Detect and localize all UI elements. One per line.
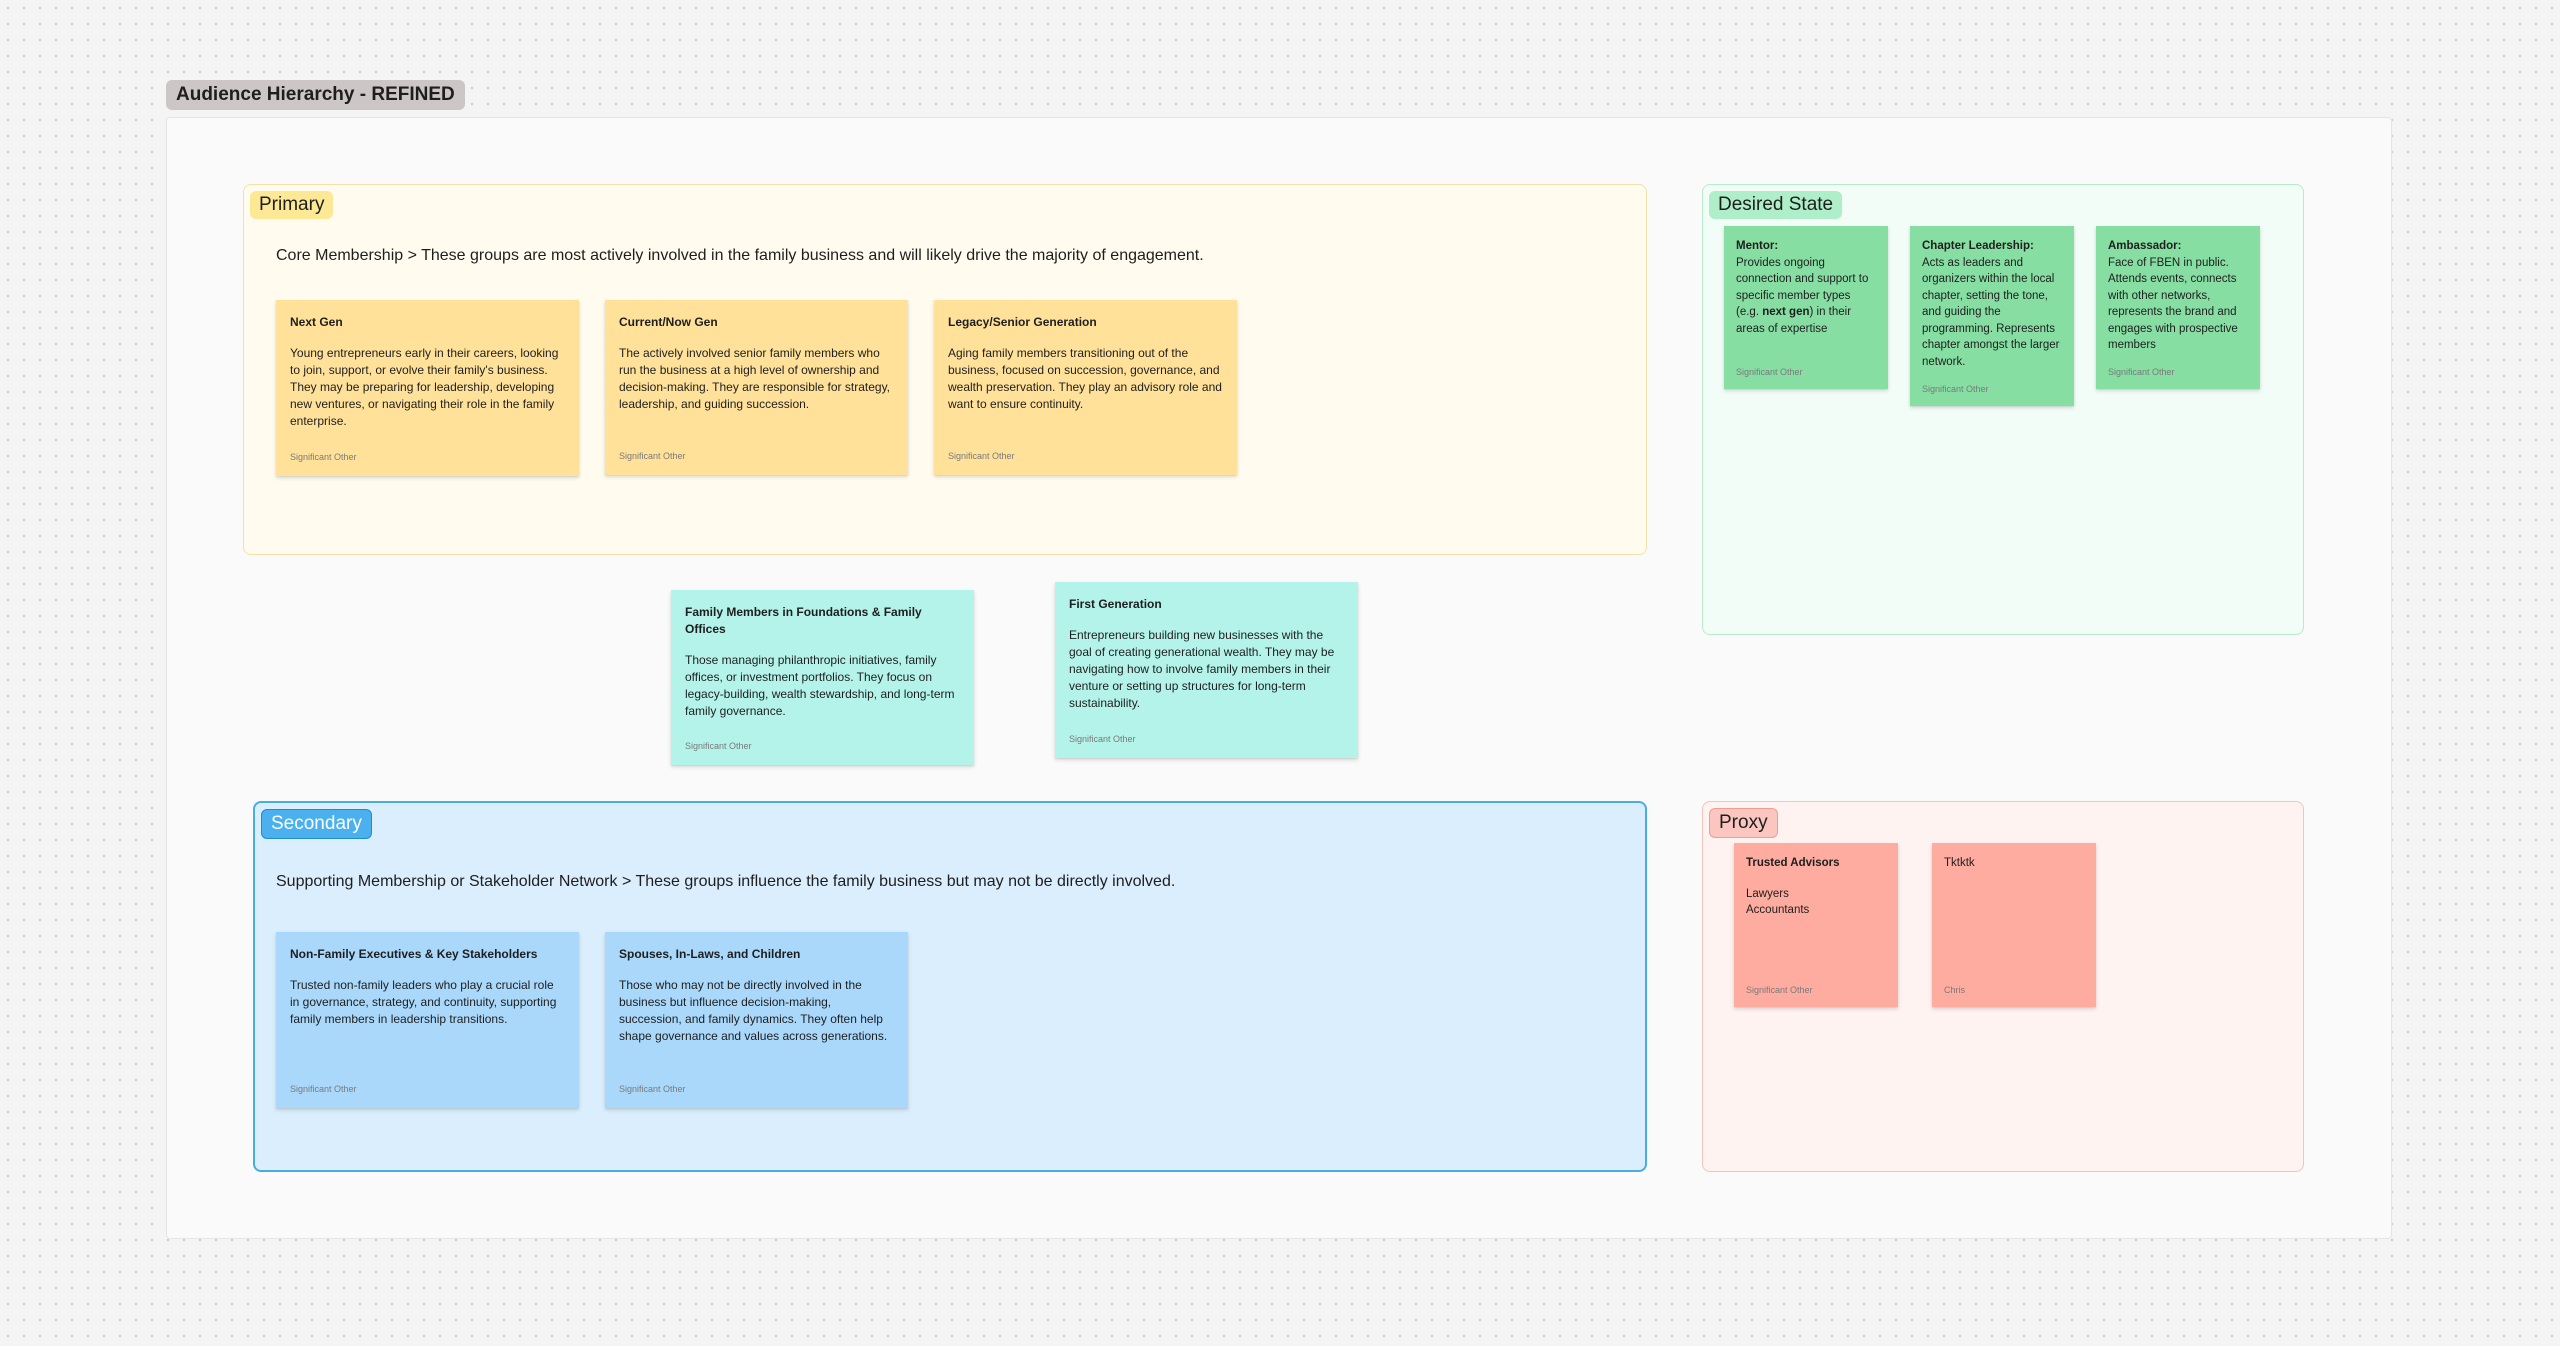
sticky-tktktk[interactable]: Tktktk Chris xyxy=(1932,843,2096,1007)
sticky-first-generation[interactable]: First Generation Entrepreneurs building … xyxy=(1055,582,1358,758)
sticky-title: Chapter Leadership: xyxy=(1922,240,2034,252)
sticky-title: Mentor: xyxy=(1736,240,1779,252)
sticky-current-now-gen[interactable]: Current/Now Gen The actively involved se… xyxy=(605,300,908,475)
advisor-line: Accountants xyxy=(1746,904,1810,916)
sticky-chapter-leadership[interactable]: Chapter Leadership: Acts as leaders and … xyxy=(1910,226,2074,406)
sticky-foundations-family-offices[interactable]: Family Members in Foundations & Family O… xyxy=(671,590,974,765)
sticky-body: Acts as leaders and organizers within th… xyxy=(1922,256,2060,368)
sticky-author: Significant Other xyxy=(1922,384,1989,394)
sticky-author: Significant Other xyxy=(1746,985,1813,995)
sticky-author: Significant Other xyxy=(2108,367,2175,377)
sticky-title: Ambassador: xyxy=(2108,240,2182,252)
sticky-title: First Generation xyxy=(1069,597,1162,611)
sticky-author: Significant Other xyxy=(1069,734,1136,744)
sticky-body: Young entrepreneurs early in their caree… xyxy=(290,346,559,428)
sticky-title: Next Gen xyxy=(290,315,343,329)
sticky-title: Current/Now Gen xyxy=(619,315,718,329)
sticky-author: Significant Other xyxy=(948,451,1015,461)
section-label-proxy[interactable]: Proxy xyxy=(1709,808,1778,838)
sticky-author: Significant Other xyxy=(290,452,357,462)
sticky-title: Spouses, In-Laws, and Children xyxy=(619,947,801,961)
frame-title[interactable]: Audience Hierarchy - REFINED xyxy=(166,80,465,110)
secondary-description[interactable]: Supporting Membership or Stakeholder Net… xyxy=(276,873,1176,890)
sticky-author: Significant Other xyxy=(619,1084,686,1094)
sticky-body: Aging family members transitioning out o… xyxy=(948,346,1222,411)
sticky-body: Trusted non-family leaders who play a cr… xyxy=(290,978,557,1026)
sticky-author: Significant Other xyxy=(290,1084,357,1094)
primary-description[interactable]: Core Membership > These groups are most … xyxy=(276,247,1204,264)
sticky-non-family-executives[interactable]: Non-Family Executives & Key Stakeholders… xyxy=(276,932,579,1108)
sticky-author: Significant Other xyxy=(1736,367,1803,377)
sticky-author: Significant Other xyxy=(685,741,752,751)
sticky-title: Tktktk xyxy=(1944,857,1975,869)
sticky-title: Trusted Advisors xyxy=(1746,857,1840,869)
section-label-secondary[interactable]: Secondary xyxy=(261,809,372,839)
sticky-title: Non-Family Executives & Key Stakeholders xyxy=(290,947,538,961)
body-bold-text: next gen xyxy=(1762,306,1810,318)
sticky-title: Family Members in Foundations & Family O… xyxy=(685,605,922,636)
sticky-title: Legacy/Senior Generation xyxy=(948,315,1097,329)
sticky-body: Face of FBEN in public. Attends events, … xyxy=(2108,256,2238,352)
sticky-spouses-in-laws-children[interactable]: Spouses, In-Laws, and Children Those who… xyxy=(605,932,908,1108)
sticky-body: Lawyers Accountants xyxy=(1746,886,1886,919)
sticky-next-gen[interactable]: Next Gen Young entrepreneurs early in th… xyxy=(276,300,579,476)
sticky-body: Those managing philanthropic initiatives… xyxy=(685,653,955,718)
sticky-body: Those who may not be directly involved i… xyxy=(619,978,888,1043)
sticky-mentor[interactable]: Mentor: Provides ongoing connection and … xyxy=(1724,226,1888,389)
section-label-desired-state[interactable]: Desired State xyxy=(1709,191,1843,219)
sticky-ambassador[interactable]: Ambassador: Face of FBEN in public. Atte… xyxy=(2096,226,2260,389)
sticky-body: Entrepreneurs building new businesses wi… xyxy=(1069,628,1335,710)
sticky-body: The actively involved senior family memb… xyxy=(619,346,891,411)
sticky-body: Provides ongoing connection and support … xyxy=(1736,255,1876,338)
section-label-primary[interactable]: Primary xyxy=(250,191,334,219)
sticky-author: Chris xyxy=(1944,985,1966,995)
body-text: ) in their areas of expertise xyxy=(1736,306,1852,335)
sticky-author: Significant Other xyxy=(619,451,686,461)
advisor-line: Lawyers xyxy=(1746,887,1789,900)
body-text: Provides ongoing connection and support … xyxy=(1736,256,1869,319)
sticky-trusted-advisors[interactable]: Trusted Advisors Lawyers Accountants Sig… xyxy=(1734,843,1898,1007)
sticky-legacy-senior-generation[interactable]: Legacy/Senior Generation Aging family me… xyxy=(934,300,1237,475)
